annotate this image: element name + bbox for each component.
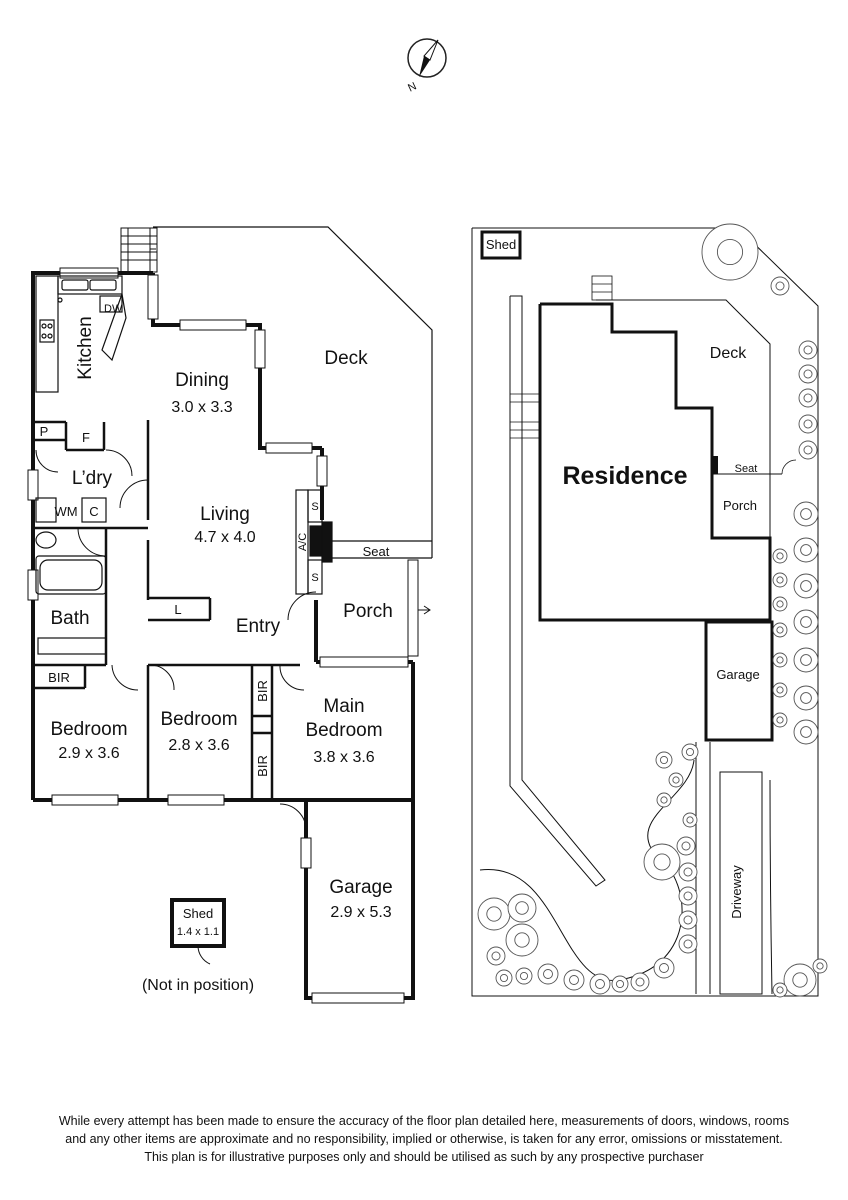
deck-label: Deck	[324, 348, 368, 369]
shrub-icon-inner	[635, 977, 645, 987]
fridge-label: F	[82, 430, 90, 445]
pantry-label: P	[40, 424, 49, 439]
shrub-icon-inner	[660, 796, 668, 804]
shrub-icon-inner	[792, 972, 808, 988]
compass-icon: N	[406, 38, 447, 95]
shrub-icon-inner	[515, 901, 529, 915]
shrub-icon-inner	[776, 576, 784, 584]
site-garage-label: Garage	[716, 667, 759, 682]
bedroom-2-label: Bedroom	[160, 709, 237, 730]
main-bedroom-dims: 3.8 x 3.6	[313, 749, 374, 766]
bedroom-1-label: Bedroom	[50, 719, 127, 740]
wm-label: WM	[54, 504, 77, 519]
shrub-icon-inner	[491, 951, 501, 961]
disclaimer-line-2: and any other items are approximate and …	[65, 1132, 783, 1146]
disclaimer-line-3: This plan is for illustrative purposes o…	[144, 1150, 704, 1164]
site-deck-label: Deck	[710, 345, 747, 362]
shrub-icon-inner	[486, 906, 502, 922]
shrub-icon-inner	[685, 747, 695, 757]
shrub-icon-inner	[803, 393, 813, 403]
shrub-icon-inner	[683, 891, 693, 901]
living-dims: 4.7 x 4.0	[194, 529, 255, 546]
shrub-icon-inner	[683, 915, 693, 925]
residence-label: Residence	[562, 462, 687, 490]
driveway-label: Driveway	[729, 865, 744, 919]
shed-label: Shed	[183, 906, 213, 921]
bedroom-2-dims: 2.8 x 3.6	[168, 737, 229, 754]
shrub-icon-inner	[816, 962, 824, 970]
bir-label: BIR	[48, 670, 70, 685]
disclaimer-line-1: While every attempt has been made to ens…	[58, 1114, 790, 1128]
linen-label: L	[174, 602, 181, 617]
shrub-icon-inner	[716, 238, 744, 266]
garage-label: Garage	[329, 877, 392, 898]
shrub-icon-inner	[776, 552, 784, 560]
main-bedroom-label-2: Bedroom	[305, 720, 382, 741]
entry-label: Entry	[236, 616, 281, 637]
shrub-icon-inner	[775, 281, 785, 291]
s-label-bottom: S	[311, 572, 318, 584]
shrub-icon-inner	[803, 419, 813, 429]
ac-label: A/C	[297, 533, 309, 551]
shrub-icon-inner	[776, 656, 784, 664]
bath-label: Bath	[50, 608, 89, 629]
seat-label: Seat	[363, 544, 390, 559]
shrub-icon-inner	[659, 963, 669, 973]
shrub-icon-inner	[519, 971, 529, 981]
s-label-top: S	[311, 501, 318, 513]
shrub-icon-inner	[800, 580, 812, 592]
shrub-icon-inner	[803, 369, 813, 379]
shrub-icon-inner	[800, 692, 812, 704]
shrub-icon-inner	[803, 345, 813, 355]
not-in-position-note: (Not in position)	[142, 977, 254, 994]
floor-plan	[27, 226, 433, 1004]
shrub-icon-inner	[681, 841, 691, 851]
dining-dims: 3.0 x 3.3	[171, 399, 232, 416]
site-shed-label: Shed	[486, 237, 516, 252]
c-label: C	[89, 504, 98, 519]
shrub-icon-inner	[672, 776, 680, 784]
shrub-icon-inner	[803, 445, 813, 455]
laundry-label: L’dry	[72, 468, 113, 489]
bir-label-2: BIR	[255, 680, 270, 702]
shrub-icon-inner	[776, 686, 784, 694]
kitchen-label: Kitchen	[75, 316, 96, 379]
compass-label: N	[406, 80, 418, 94]
bedroom-1-dims: 2.9 x 3.6	[58, 745, 119, 762]
living-label: Living	[200, 504, 250, 525]
shrub-icon-inner	[776, 716, 784, 724]
site-plan	[471, 227, 819, 997]
shrub-icon-inner	[615, 979, 625, 989]
main-bedroom-label-1: Main	[323, 696, 364, 717]
shrub-icon-inner	[653, 853, 671, 871]
dining-label: Dining	[175, 370, 229, 391]
site-shrubs	[477, 223, 828, 998]
site-porch-label: Porch	[723, 498, 757, 513]
shrub-icon-inner	[776, 986, 784, 994]
bir-label-3: BIR	[255, 755, 270, 777]
dw-label: DW	[104, 303, 123, 315]
shed-dims: 1.4 x 1.1	[177, 926, 219, 938]
shrub-icon-inner	[800, 544, 812, 556]
disclaimer: While every attempt has been made to ens…	[0, 1112, 848, 1166]
shrub-icon-inner	[686, 816, 694, 824]
shrub-icon-inner	[543, 969, 553, 979]
shrub-icon-inner	[514, 932, 530, 948]
porch-label: Porch	[343, 601, 393, 622]
garage-dims: 2.9 x 5.3	[330, 904, 391, 921]
shrub-icon-inner	[659, 755, 669, 765]
shrub-icon-inner	[800, 508, 812, 520]
shrub-icon-inner	[800, 726, 812, 738]
shrub-icon-inner	[499, 973, 509, 983]
shrub-icon-inner	[569, 975, 579, 985]
shrub-icon-inner	[683, 939, 693, 949]
shrub-icon-inner	[776, 600, 784, 608]
shrub-icon-inner	[595, 979, 605, 989]
shrub-icon-inner	[776, 626, 784, 634]
shrub-icon-inner	[800, 616, 812, 628]
shrub-icon-inner	[683, 867, 693, 877]
shrub-icon-inner	[800, 654, 812, 666]
site-seat-label: Seat	[735, 463, 758, 475]
